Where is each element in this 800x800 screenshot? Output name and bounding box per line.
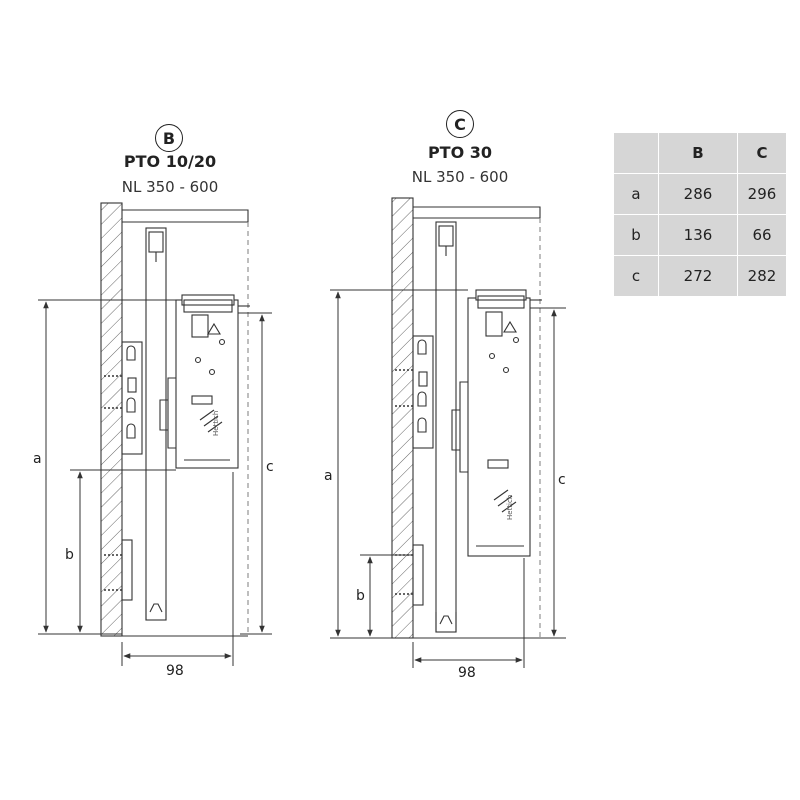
table-row-label: b <box>613 214 659 256</box>
table-header-cell-b: B <box>658 132 738 174</box>
table-row-label: a <box>613 173 659 215</box>
variant-c-dimensions <box>330 289 566 668</box>
table-cell: 272 <box>658 255 738 297</box>
variant-b-top-shelf <box>122 209 249 223</box>
variant-c-vertical-rail <box>435 221 457 633</box>
variant-c-dim-b-label: b <box>356 588 365 604</box>
table-row: c 272 282 <box>613 255 787 297</box>
variant-b-title: PTO 10/20 <box>123 152 217 171</box>
table-header-cell-empty <box>613 132 659 174</box>
table-cell: 296 <box>737 173 787 215</box>
variant-b-vertical-rail <box>145 227 167 621</box>
variant-c-dim-a-label: a <box>324 468 333 484</box>
table-cell: 136 <box>658 214 738 256</box>
table-cell: 66 <box>737 214 787 256</box>
variant-b-width-label: 98 <box>166 663 184 679</box>
variant-c-mechanism-housing <box>467 297 531 557</box>
variant-b-brand-mark: Hettich <box>212 411 220 436</box>
variant-c-dim-c-label: c <box>558 472 566 488</box>
table-header-row: B C <box>613 132 787 174</box>
variant-b-drawing <box>100 202 250 637</box>
variant-c-title: PTO 30 <box>427 143 493 162</box>
variant-c-drawing <box>391 197 542 639</box>
variant-c-width-label: 98 <box>458 665 476 681</box>
variant-b-circle-badge: B <box>155 124 183 152</box>
variant-b-mechanism-housing <box>175 299 239 469</box>
variant-c-side-wall <box>391 197 414 639</box>
variant-b-dim-b-label: b <box>65 547 74 563</box>
variant-b-side-wall <box>100 202 123 637</box>
table-header-cell-c: C <box>737 132 787 174</box>
variant-b-dimensions <box>38 299 272 666</box>
variant-b-mounting-plate <box>121 341 143 455</box>
table-row-label: c <box>613 255 659 297</box>
dimension-table: B C a 286 296 b 136 66 c 272 282 <box>613 132 787 297</box>
variant-c-letter: C <box>454 114 466 134</box>
variant-b-range: NL 350 - 600 <box>121 178 219 196</box>
variant-c-circle-badge: C <box>446 110 474 138</box>
variant-c-mounting-plate <box>412 335 434 449</box>
variant-c-range: NL 350 - 600 <box>411 168 509 186</box>
variant-c-brand-mark: Hettich <box>506 495 514 520</box>
variant-c-top-shelf <box>413 206 541 219</box>
variant-b-letter: B <box>162 128 176 148</box>
table-cell: 286 <box>658 173 738 215</box>
variant-b-dim-a-label: a <box>33 451 42 467</box>
table-row: b 136 66 <box>613 214 787 256</box>
table-row: a 286 296 <box>613 173 787 215</box>
table-cell: 282 <box>737 255 787 297</box>
variant-b-dim-c-label: c <box>266 459 274 475</box>
